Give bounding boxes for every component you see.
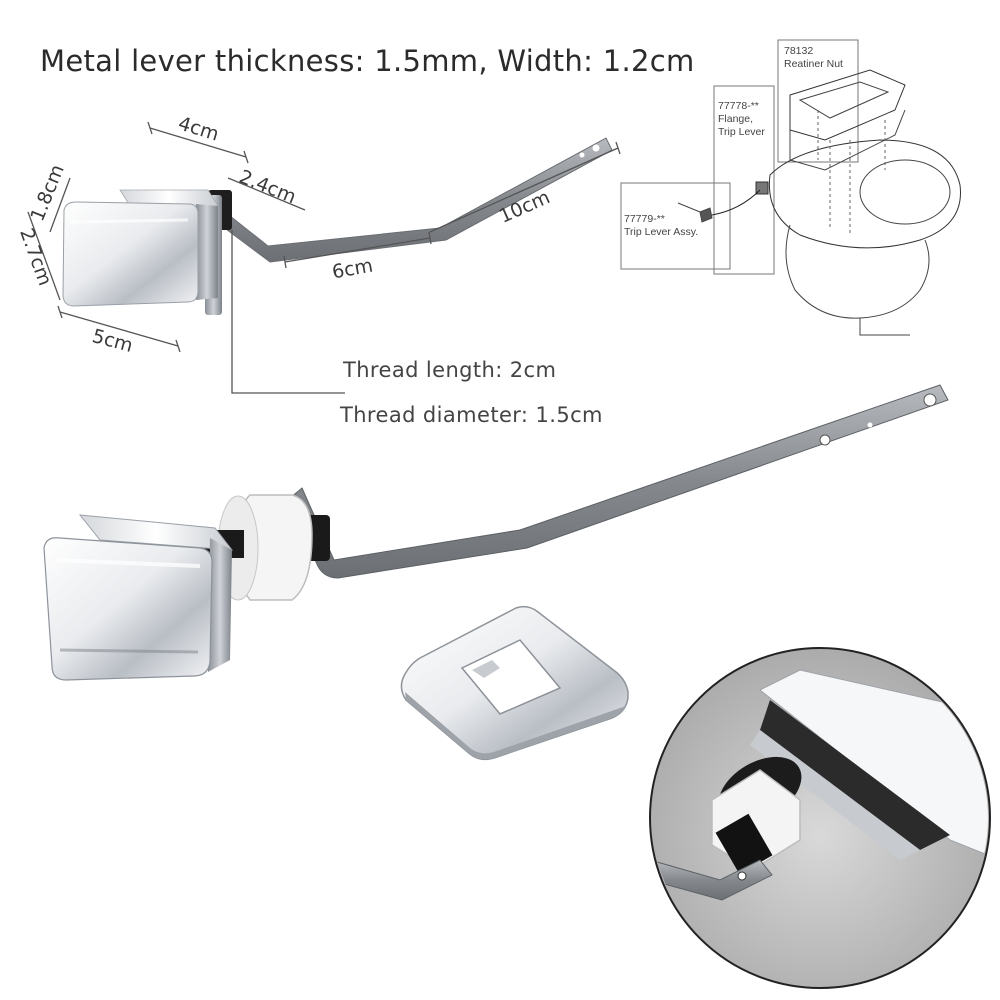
closeup-detail <box>649 647 991 989</box>
trip-lever-label: Trip Lever Assy. <box>624 226 699 238</box>
dimension-lines <box>27 121 621 394</box>
top-handle-side <box>196 204 218 300</box>
square-escutcheon <box>400 605 629 761</box>
thread-diameter-label: Thread diameter: 1.5cm <box>340 403 603 427</box>
lever-thickness-headline: Metal lever thickness: 1.5mm, Width: 1.2… <box>40 44 695 78</box>
main-handle-face <box>43 537 213 681</box>
flange-label-2: Trip Lever <box>718 126 765 138</box>
main-lever-arm <box>289 384 949 579</box>
thread-length-label: Thread length: 2cm <box>343 358 557 382</box>
trip-lever-code: 77779-** <box>624 213 665 225</box>
flange-label-1: Flange, <box>718 113 754 125</box>
main-lever-assembly <box>43 384 949 681</box>
top-handle-face <box>62 201 199 307</box>
toilet-parts-diagram <box>620 39 961 336</box>
flange-code: 77778-** <box>718 100 759 112</box>
retainer-nut-label: Reatiner Nut <box>784 58 843 70</box>
main-handle-side <box>208 538 232 672</box>
retainer-nut-code: 78132 <box>784 45 814 57</box>
top-lever-assembly <box>27 121 621 394</box>
